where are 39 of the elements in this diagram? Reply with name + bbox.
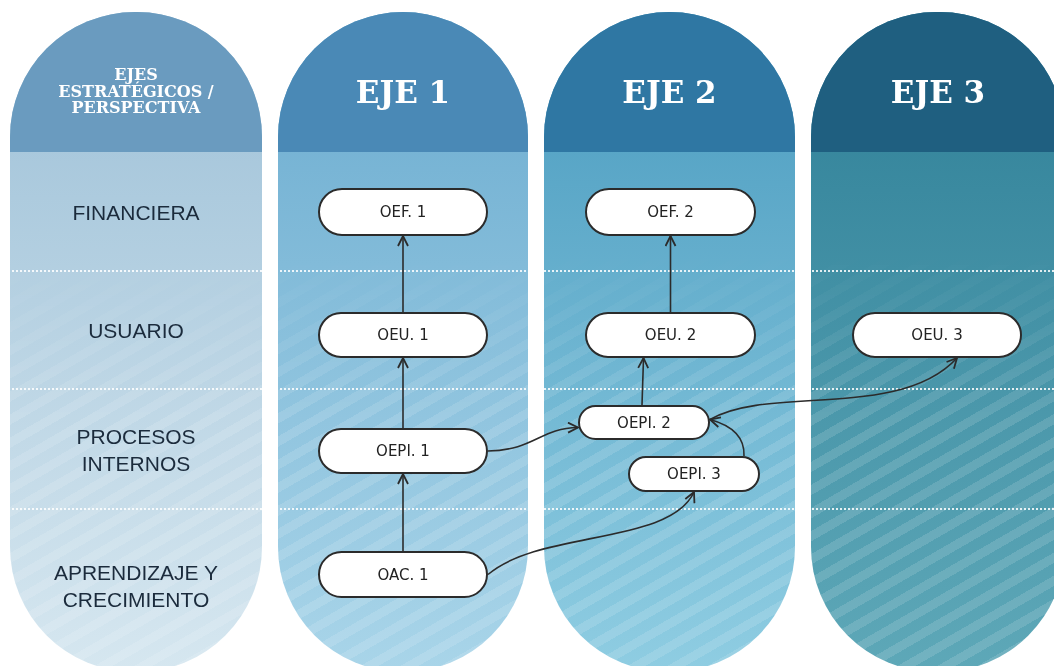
perspective-label: APRENDIZAJE Y CRECIMIENTO bbox=[52, 559, 220, 613]
objective-pill bbox=[585, 188, 756, 236]
perspective-label: USUARIO bbox=[87, 318, 185, 345]
arrow bbox=[709, 357, 958, 421]
arrow bbox=[397, 357, 409, 429]
column-heading: EJES ESTRATÉGICOS / PERSPECTIVA bbox=[57, 66, 215, 118]
arrow bbox=[637, 357, 650, 406]
objective-pill bbox=[578, 405, 710, 440]
arrow bbox=[397, 235, 409, 313]
objective-label: OEF. 2 bbox=[647, 203, 694, 221]
objective-pill bbox=[585, 312, 756, 358]
objective-pill bbox=[852, 312, 1022, 358]
objective-label: OEU. 1 bbox=[377, 326, 429, 344]
column-heading: EJE 2 bbox=[622, 75, 717, 109]
column-heading: EJE 3 bbox=[890, 75, 986, 109]
objective-pill bbox=[318, 551, 488, 598]
arrow bbox=[487, 491, 695, 576]
objective-pill bbox=[628, 456, 760, 492]
arrow bbox=[709, 416, 745, 457]
objective-label: OEU. 2 bbox=[644, 326, 697, 344]
objective-pill bbox=[318, 428, 488, 474]
axis-column bbox=[10, 12, 262, 666]
perspective-label: PROCESOS INTERNOS bbox=[75, 423, 197, 477]
axis-column bbox=[544, 12, 795, 666]
arrow bbox=[487, 422, 579, 452]
axis-column bbox=[811, 12, 1054, 666]
objective-pill bbox=[318, 188, 488, 236]
objective-label: OAC. 1 bbox=[377, 565, 429, 584]
axis-column bbox=[278, 12, 528, 666]
objective-label: OEF. 1 bbox=[379, 203, 427, 221]
arrow bbox=[664, 235, 677, 313]
objective-label: OEPI. 2 bbox=[617, 413, 671, 432]
objective-label: OEPI. 1 bbox=[376, 442, 430, 460]
column-heading: EJE 1 bbox=[355, 75, 451, 109]
objective-pill bbox=[318, 312, 488, 358]
arrow bbox=[397, 473, 409, 552]
objective-label: OEU. 3 bbox=[911, 326, 963, 344]
perspective-label: FINANCIERA bbox=[71, 200, 201, 227]
objective-label: OEPI. 3 bbox=[667, 465, 721, 483]
